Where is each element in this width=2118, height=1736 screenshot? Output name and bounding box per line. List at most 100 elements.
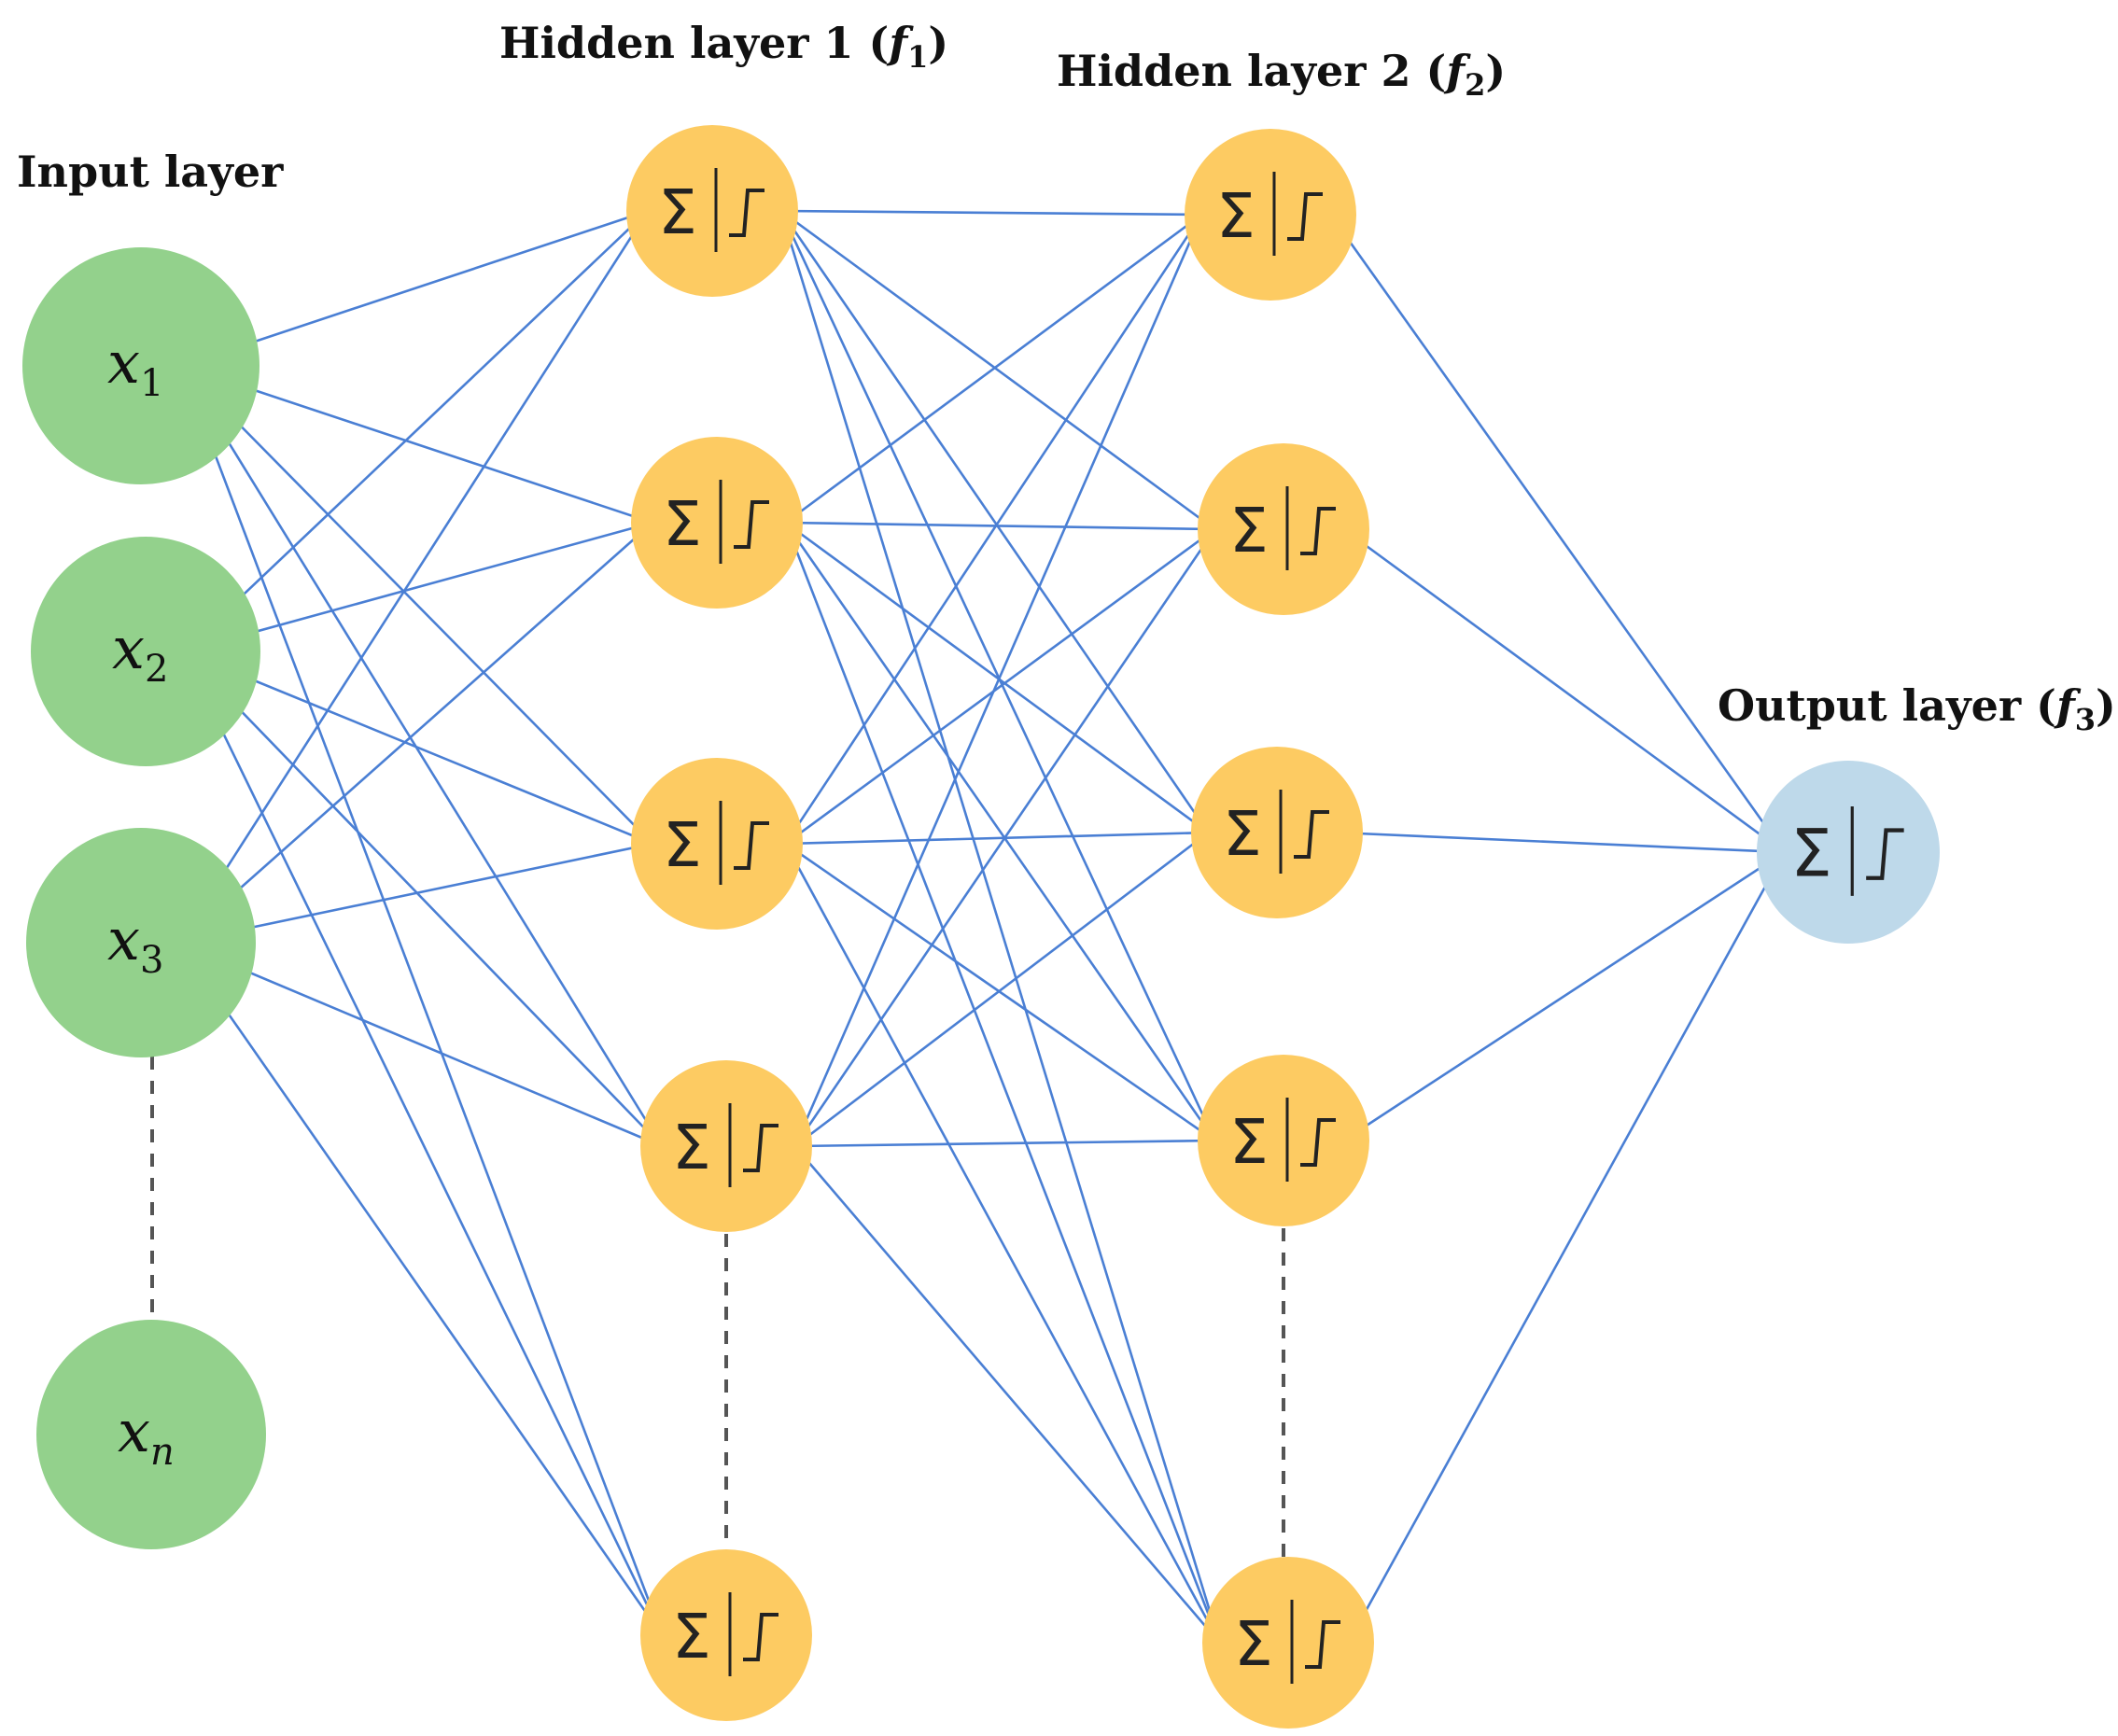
edge-h2-5-to-output bbox=[1347, 851, 1786, 1644]
hidden2-node-1: Σ bbox=[1185, 129, 1356, 301]
sigma-icon: Σ bbox=[663, 488, 702, 560]
hidden2-node-2: Σ bbox=[1198, 443, 1369, 615]
edge-h1-1-to-h2-5 bbox=[779, 210, 1221, 1644]
hidden-layer-1-title: Hidden layer 1 (f1) bbox=[499, 18, 948, 75]
hidden1-node-2-circle bbox=[631, 437, 803, 609]
sigma-icon: Σ bbox=[1229, 1106, 1269, 1178]
hidden2-node-2-circle bbox=[1198, 443, 1369, 615]
hidden1-node-3: Σ bbox=[631, 758, 803, 930]
hidden1-node-2: Σ bbox=[631, 437, 803, 609]
output-layer-title: Output layer (f3) bbox=[1718, 680, 2116, 737]
input-subscript: 3 bbox=[140, 939, 163, 982]
input-var: x bbox=[107, 905, 140, 973]
hidden2-node-5: Σ bbox=[1202, 1557, 1374, 1729]
input-node-circle bbox=[26, 828, 256, 1057]
sigma-icon: Σ bbox=[1216, 180, 1255, 252]
input-node-4: xn bbox=[36, 1320, 266, 1549]
sigma-icon: Σ bbox=[672, 1112, 711, 1183]
sigma-icon: Σ bbox=[1234, 1608, 1273, 1680]
input-node-3: x3 bbox=[26, 828, 256, 1057]
input-layer-title: Input layer bbox=[17, 147, 284, 197]
edge-input-3-to-h1-2 bbox=[177, 522, 653, 944]
ellipsis-dashes bbox=[150, 1057, 1285, 1557]
step-function-icon bbox=[734, 821, 769, 870]
edge-h1-3-to-h2-3 bbox=[785, 831, 1209, 846]
edge-h1-3-to-h2-2 bbox=[784, 527, 1216, 846]
edge-input-3-to-h1-3 bbox=[178, 842, 653, 945]
step-function-icon bbox=[1287, 192, 1323, 241]
edge-input-3-to-h1-1 bbox=[177, 210, 650, 944]
edge-h2-3-to-output bbox=[1337, 831, 1785, 854]
edge-h1-2-to-h2-3 bbox=[784, 521, 1210, 834]
step-function-icon bbox=[1300, 1118, 1336, 1167]
hidden1-node-4-circle bbox=[640, 1060, 812, 1232]
edge-h1-2-to-h2-2 bbox=[785, 521, 1215, 531]
input-node-label: x2 bbox=[112, 614, 168, 691]
edge-h1-4-to-h2-2 bbox=[793, 528, 1216, 1147]
hidden1-node-3-circle bbox=[631, 758, 803, 930]
edge-input-2-to-h1-1 bbox=[182, 210, 649, 652]
step-function-icon bbox=[1866, 828, 1904, 880]
input-node-label: xn bbox=[118, 1397, 175, 1474]
edge-h1-4-to-h2-5 bbox=[793, 1145, 1221, 1644]
input-node-label: x1 bbox=[107, 329, 163, 405]
edge-h1-1-to-h2-1 bbox=[780, 209, 1202, 217]
edge-input-1-to-h1-1 bbox=[181, 209, 649, 368]
hidden2-node-3-circle bbox=[1191, 747, 1363, 918]
step-function-icon bbox=[729, 189, 764, 237]
input-node-circle bbox=[31, 537, 260, 766]
edge-h1-2-to-h2-4 bbox=[784, 522, 1216, 1141]
edge-h1-1-to-h2-2 bbox=[779, 209, 1216, 531]
edge-h1-3-to-h2-5 bbox=[784, 843, 1221, 1644]
step-function-icon bbox=[743, 1613, 778, 1661]
input-node-label: x3 bbox=[107, 905, 163, 982]
hidden2-node-4: Σ bbox=[1198, 1055, 1369, 1226]
connections bbox=[177, 209, 1786, 1644]
edge-h1-4-to-h2-3 bbox=[793, 831, 1210, 1148]
input-node-2: x2 bbox=[31, 537, 260, 766]
input-node-circle bbox=[36, 1320, 266, 1549]
edge-input-2-to-h1-3 bbox=[183, 650, 653, 846]
edge-input-1-to-h1-2 bbox=[181, 364, 653, 525]
input-node-1: x1 bbox=[22, 247, 259, 484]
output-node-circle bbox=[1757, 761, 1940, 944]
edge-h1-3-to-h2-4 bbox=[784, 842, 1216, 1142]
edge-input-2-to-h1-2 bbox=[183, 521, 653, 653]
step-function-icon bbox=[734, 500, 769, 549]
input-var: x bbox=[118, 1397, 150, 1465]
edge-h1-2-to-h2-5 bbox=[784, 522, 1221, 1644]
edge-input-2-to-h1-4 bbox=[182, 651, 663, 1147]
edge-h1-3-to-h2-1 bbox=[784, 214, 1203, 845]
edge-h2-2-to-output bbox=[1342, 527, 1786, 854]
step-function-icon bbox=[1300, 507, 1336, 555]
output-node: Σ bbox=[1757, 761, 1940, 944]
input-subscript: 2 bbox=[145, 648, 168, 691]
edge-input-1-to-h1-3 bbox=[180, 365, 653, 845]
step-function-icon bbox=[1305, 1620, 1340, 1669]
edge-h2-4-to-output bbox=[1342, 850, 1786, 1142]
sigma-icon: Σ bbox=[1223, 798, 1262, 870]
edge-h1-4-to-h2-4 bbox=[794, 1139, 1215, 1148]
edge-h1-1-to-h2-3 bbox=[779, 210, 1210, 833]
sigma-icon: Σ bbox=[663, 809, 702, 881]
edge-h1-2-to-h2-1 bbox=[784, 213, 1203, 525]
step-function-icon bbox=[743, 1124, 778, 1172]
hidden2-node-5-circle bbox=[1202, 1557, 1374, 1729]
step-function-icon bbox=[1294, 810, 1329, 859]
edge-h2-1-to-output bbox=[1329, 214, 1786, 853]
hidden1-node-1: Σ bbox=[626, 125, 798, 297]
sigma-icon: Σ bbox=[658, 176, 697, 248]
sigma-icon: Σ bbox=[1229, 495, 1269, 567]
hidden2-node-3: Σ bbox=[1191, 747, 1363, 918]
hidden1-node-4: Σ bbox=[640, 1060, 812, 1232]
hidden1-node-1-circle bbox=[626, 125, 798, 297]
input-subscript: n bbox=[150, 1431, 175, 1474]
hidden1-node-5-circle bbox=[640, 1549, 812, 1721]
hidden2-node-1-circle bbox=[1185, 129, 1356, 301]
edge-input-3-to-h1-4 bbox=[178, 941, 663, 1148]
edge-input-2-to-h1-5 bbox=[182, 651, 664, 1636]
input-var: x bbox=[112, 614, 145, 682]
